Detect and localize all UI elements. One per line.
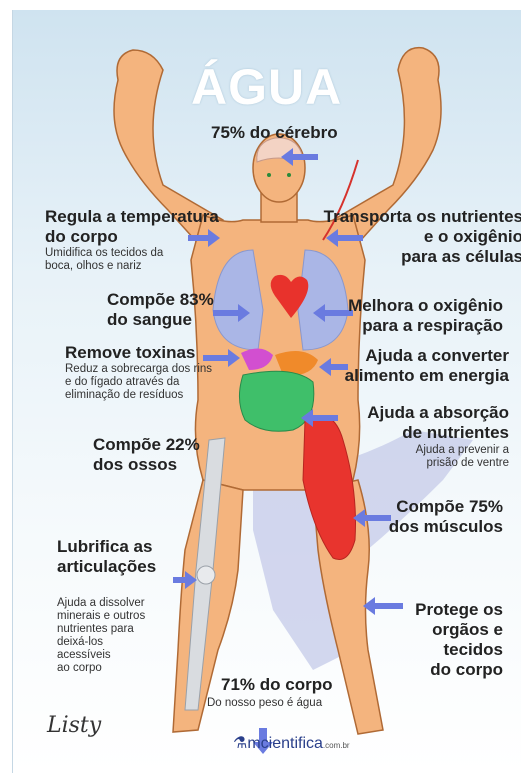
- title: ÁGUA: [191, 59, 343, 115]
- arrow-oxygen: [313, 304, 353, 322]
- flask-icon: ⚗: [233, 735, 248, 752]
- label-muscles: Compõe 75% dos músculos: [388, 497, 503, 536]
- arrow-temperature: [188, 229, 220, 247]
- eye-right: [287, 173, 291, 177]
- body-illustration: [113, 46, 473, 754]
- logo: ⚗mcientifica.com.br: [233, 733, 350, 753]
- intestine: [239, 370, 315, 432]
- note-toxins: Reduz a sobrecarga dos rins e do fígado …: [65, 363, 213, 401]
- label-absorption: Ajuda a absorção de nutrientes: [367, 403, 509, 442]
- arrow-toxins: [203, 349, 240, 367]
- label-temperature: Regula a temperatura do corpo: [45, 207, 219, 246]
- arrow-body: [253, 728, 273, 754]
- label-transport: Transporta os nutrientes e o oxigênio pa…: [323, 207, 521, 266]
- arrow-transport: [326, 229, 363, 247]
- note-temperature: Umidifica os tecidos da boca, olhos e na…: [45, 247, 164, 272]
- logo-suffix: .com.br: [322, 741, 350, 750]
- kidney: [241, 348, 273, 370]
- note-body: Do nosso peso é água: [207, 697, 323, 709]
- eye-left: [267, 173, 271, 177]
- right-arm: [332, 46, 442, 262]
- label-toxins: Remove toxinas: [65, 343, 196, 362]
- liver: [275, 351, 318, 376]
- arrow-muscles: [353, 509, 391, 527]
- label-body: 71% do corpo: [221, 675, 333, 694]
- label-energy: Ajuda a converter alimento em energia: [344, 346, 509, 385]
- artery: [322, 159, 359, 241]
- heart: [270, 274, 309, 318]
- label-joints: Lubrifica as articulações: [57, 537, 157, 576]
- logo-name: mcientifica: [247, 735, 323, 752]
- label-oxygen: Melhora o oxigênio para a respiração: [348, 296, 503, 335]
- note-joints: Ajuda a dissolver minerais e outros nutr…: [57, 597, 146, 674]
- note-absorption: Ajuda a prevenir a prisão de ventre: [415, 444, 509, 469]
- label-blood: Compõe 83% do sangue: [107, 290, 214, 329]
- background-panel: ÁGUA 75% do cérebro Regula a temperatura…: [12, 10, 521, 773]
- label-protect: Protege os orgãos e tecidos do corpo: [415, 600, 503, 679]
- left-arm: [113, 49, 224, 262]
- knee-joint: [196, 565, 216, 585]
- label-brain: 75% do cérebro: [211, 123, 338, 142]
- arrow-joints: [173, 571, 197, 589]
- arrows: [173, 148, 403, 754]
- arrow-energy: [319, 358, 348, 376]
- muscle: [302, 415, 356, 560]
- arrow-protect: [363, 597, 403, 615]
- arrow-brain: [281, 148, 318, 166]
- arrow-absorption: [301, 409, 338, 427]
- arrow-blood: [213, 304, 250, 322]
- signature: Listy: [47, 713, 102, 738]
- label-bones: Compõe 22% dos ossos: [93, 435, 200, 474]
